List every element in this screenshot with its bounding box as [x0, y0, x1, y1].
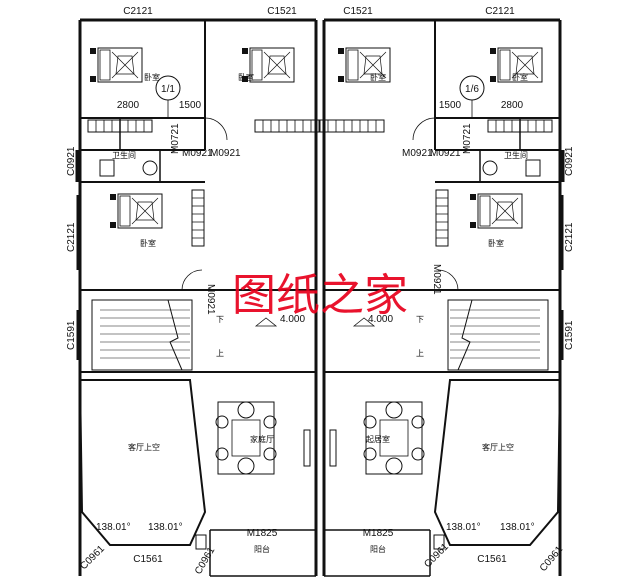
window-label-c1521: C1521 — [267, 6, 297, 17]
door-label-m0921: M0921 — [431, 264, 442, 295]
door-label-m0921: M0921 — [402, 148, 433, 159]
room-label-family: 家庭厅 — [250, 434, 274, 444]
window-label-c2121: C2121 — [485, 6, 515, 17]
room-label-bathroom: 卫生间 — [112, 150, 136, 160]
door-label-m1825: M1825 — [363, 528, 394, 539]
dimension-label: 2800 — [117, 100, 140, 111]
room-label-bedroom: 卧室 — [370, 72, 386, 82]
elevation-label: 4.000 — [280, 314, 305, 325]
right-unit: C1521 C2121 卧室 卧室 卧室 2800 1500 1/6 M0921… — [319, 6, 575, 577]
stair-up-label: 上 — [216, 349, 224, 358]
elevation-label: 4.000 — [368, 314, 393, 325]
window-label-c2121: C2121 — [66, 222, 77, 252]
axis-bubble-label: 1/6 — [465, 84, 479, 95]
window-label-c0961: C0961 — [193, 545, 217, 576]
angle-label: 138.01° — [500, 522, 535, 533]
room-label-bedroom: 卧室 — [512, 72, 528, 82]
room-label-bedroom: 卧室 — [144, 72, 160, 82]
room-label-balcony: 阳台 — [370, 544, 386, 554]
window-label-c1561: C1561 — [133, 554, 163, 565]
window-label-c0961: C0961 — [78, 543, 107, 572]
door-label-m0921: M0921 — [182, 148, 213, 159]
room-label-bathroom: 卫生间 — [504, 150, 528, 160]
dimension-label: 2800 — [501, 100, 524, 111]
window-label-c0921: C0921 — [66, 146, 77, 176]
room-label-bedroom: 卧室 — [238, 72, 254, 82]
angle-label: 138.01° — [446, 522, 481, 533]
door-label-m0721: M0721 — [170, 123, 181, 154]
stair-down-label: 下 — [416, 315, 424, 324]
room-label-living-void: 客厅上空 — [482, 442, 514, 452]
window-label-c2121: C2121 — [564, 222, 575, 252]
stair-up-label: 上 — [416, 349, 424, 358]
dimension-label: 1500 — [439, 100, 462, 111]
door-label-m0721: M0721 — [462, 123, 473, 154]
door-label-m1825: M1825 — [247, 528, 278, 539]
door-label-m0921: M0921 — [205, 284, 216, 315]
window-label-c1591: C1591 — [564, 320, 575, 350]
room-label-bedroom: 卧室 — [140, 238, 156, 248]
window-label-c1521: C1521 — [343, 6, 373, 17]
stair-down-label: 下 — [216, 315, 224, 324]
window-label-c1561: C1561 — [477, 554, 507, 565]
window-label-c2121: C2121 — [123, 6, 153, 17]
room-label-bedroom: 卧室 — [488, 238, 504, 248]
angle-label: 138.01° — [96, 522, 131, 533]
axis-bubble-label: 1/1 — [161, 84, 175, 95]
room-label-balcony: 阳台 — [254, 544, 270, 554]
window-label-c1591: C1591 — [66, 320, 77, 350]
room-label-living-void: 客厅上空 — [128, 442, 160, 452]
watermark-text: 图纸之家 — [232, 270, 408, 321]
window-label-c0921: C0921 — [564, 146, 575, 176]
dimension-label: 1500 — [179, 100, 202, 111]
room-label-family: 起居室 — [366, 434, 390, 444]
door-label-m0921: M0921 — [210, 148, 241, 159]
window-label-c0961: C0961 — [422, 541, 451, 570]
angle-label: 138.01° — [148, 522, 183, 533]
door-label-m0921: M0921 — [430, 148, 461, 159]
